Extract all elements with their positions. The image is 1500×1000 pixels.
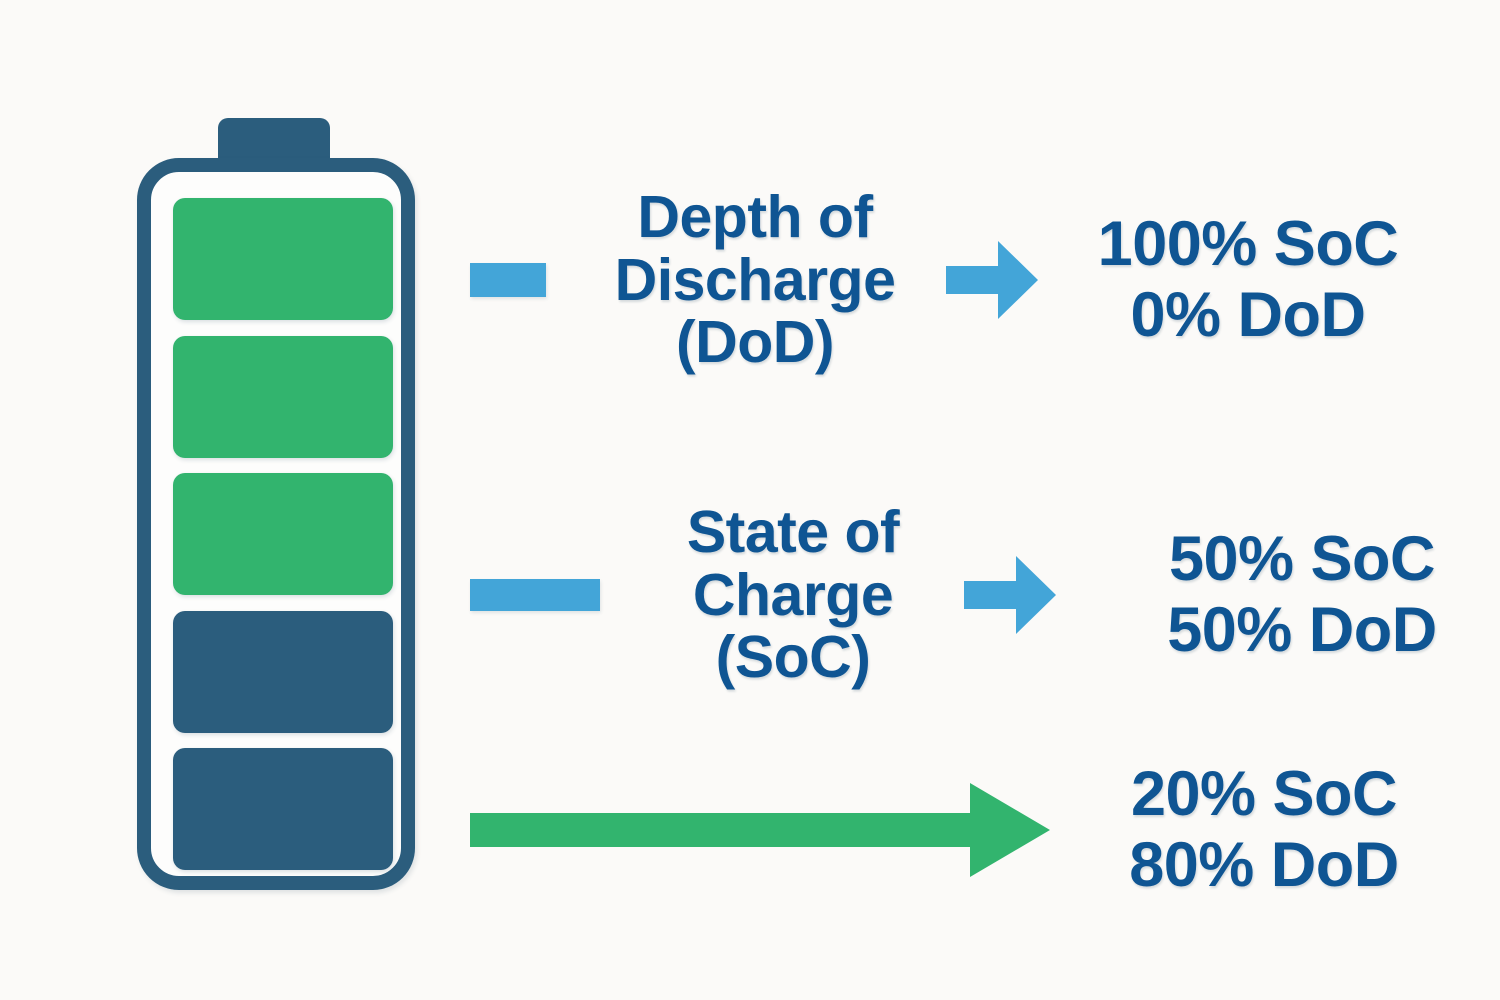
label-line: State of bbox=[686, 499, 900, 566]
label-line: Discharge bbox=[614, 246, 896, 313]
value-line: 50% SoC bbox=[1168, 524, 1436, 595]
battery-cell-4-discharged bbox=[173, 610, 393, 733]
row-depth-of-discharge: Depth of Discharge (DoD) 100% SoC 0% DoD bbox=[470, 160, 1480, 400]
value-line: 80% DoD bbox=[1129, 830, 1399, 900]
battery-cell-5-discharged bbox=[173, 748, 393, 870]
battery-cell-2-charged bbox=[173, 335, 393, 458]
label-line: (DoD) bbox=[675, 309, 835, 376]
battery-cell-stack bbox=[173, 198, 393, 870]
value-line: 100% SoC bbox=[1097, 209, 1399, 280]
arrow-right-blue-icon bbox=[946, 237, 1038, 323]
value-line: 20% SoC bbox=[1130, 759, 1398, 830]
value-depth-of-discharge: 100% SoC 0% DoD bbox=[1058, 209, 1438, 350]
label-line: Charge bbox=[692, 561, 894, 628]
value-line: 0% DoD bbox=[1130, 280, 1366, 350]
dash-marker-icon bbox=[470, 579, 600, 611]
dash-marker-icon bbox=[470, 263, 546, 297]
label-depth-of-discharge: Depth of Discharge (DoD) bbox=[570, 186, 940, 374]
battery-cell-1-charged bbox=[173, 198, 393, 320]
battery-illustration bbox=[130, 110, 430, 900]
value-line: 50% DoD bbox=[1167, 595, 1437, 665]
arrow-right-blue-icon bbox=[964, 552, 1056, 638]
row-low-charge: 20% SoC 80% DoD bbox=[470, 745, 1480, 915]
row-state-of-charge: State of Charge (SoC) 50% SoC 50% DoD bbox=[470, 470, 1480, 720]
battery-cell-3-charged bbox=[173, 473, 393, 595]
label-state-of-charge: State of Charge (SoC) bbox=[628, 501, 958, 689]
arrow-right-green-long-icon bbox=[470, 775, 1050, 885]
value-low-charge: 20% SoC 80% DoD bbox=[1074, 759, 1454, 900]
label-line: (SoC) bbox=[715, 624, 871, 691]
value-state-of-charge: 50% SoC 50% DoD bbox=[1112, 524, 1492, 665]
label-line: Depth of bbox=[637, 184, 873, 251]
